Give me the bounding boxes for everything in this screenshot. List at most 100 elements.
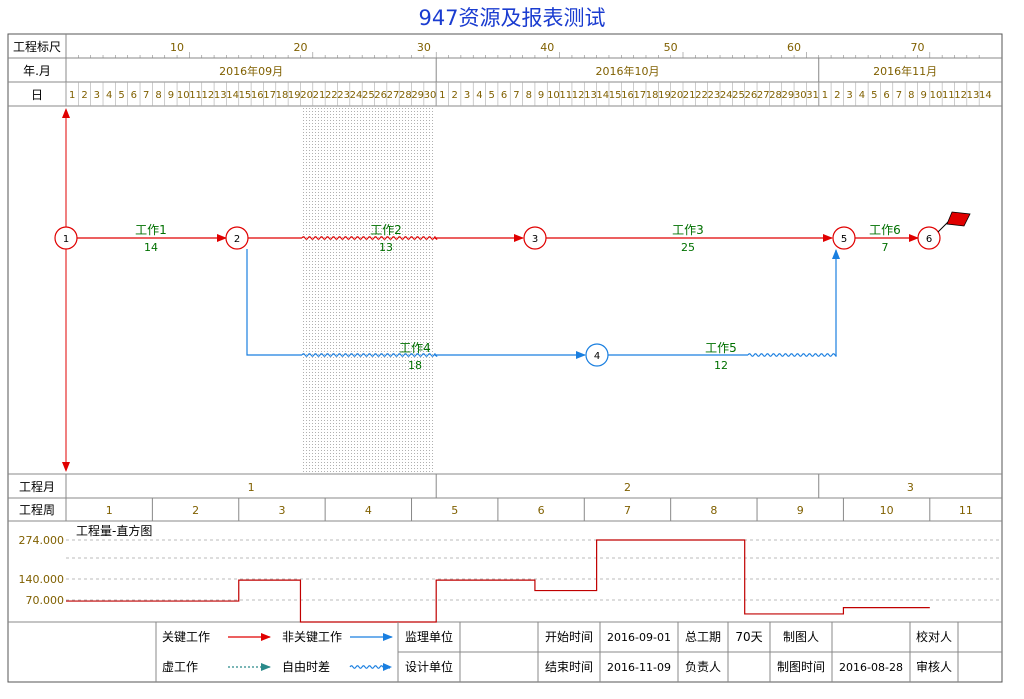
day-label: 2 bbox=[452, 90, 458, 101]
end-flag-icon bbox=[937, 211, 971, 233]
node-label: 2 bbox=[234, 234, 240, 245]
task-name: 工作3 bbox=[672, 223, 704, 237]
day-label: 16 bbox=[251, 90, 264, 101]
node-5[interactable]: 5 bbox=[832, 226, 856, 250]
eng-week-label: 9 bbox=[797, 504, 804, 517]
day-label: 2 bbox=[81, 90, 87, 101]
legend-noncritical: 非关键工作 bbox=[282, 630, 342, 644]
day-label: 21 bbox=[313, 90, 326, 101]
day-label: 11 bbox=[189, 90, 202, 101]
day-label: 9 bbox=[168, 90, 174, 101]
scale-tick-label: 30 bbox=[417, 41, 431, 54]
day-label: 5 bbox=[871, 90, 877, 101]
day-label: 16 bbox=[621, 90, 634, 101]
day-label: 13 bbox=[584, 90, 597, 101]
day-label: 26 bbox=[745, 90, 758, 101]
weekend-shade bbox=[302, 106, 435, 474]
page-title: 947资源及报表测试 bbox=[418, 6, 605, 30]
day-label: 12 bbox=[572, 90, 585, 101]
day-label: 3 bbox=[846, 90, 852, 101]
start-label: 开始时间 bbox=[545, 630, 593, 644]
legend-free-float: 自由时差 bbox=[282, 660, 330, 674]
node-6[interactable]: 6 bbox=[917, 226, 941, 250]
day-label: 20 bbox=[670, 90, 683, 101]
day-label: 10 bbox=[177, 90, 190, 101]
timeline-frame bbox=[7, 33, 1003, 683]
day-label: 14 bbox=[226, 90, 239, 101]
eng-month-label: 3 bbox=[907, 481, 914, 494]
node-label: 4 bbox=[594, 351, 600, 362]
task-duration: 13 bbox=[379, 241, 393, 254]
day-label: 3 bbox=[464, 90, 470, 101]
y-tick-label: 140.000 bbox=[19, 573, 65, 586]
histogram-line bbox=[66, 539, 930, 623]
eng-week-label: 11 bbox=[959, 504, 973, 517]
histogram: 工程量-直方图 274.000 140.000 70.000 bbox=[19, 523, 1002, 623]
month-label: 2016年10月 bbox=[595, 64, 659, 78]
day-label: 22 bbox=[695, 90, 708, 101]
day-label: 8 bbox=[908, 90, 914, 101]
reviewer-label: 审核人 bbox=[916, 659, 952, 674]
owner-label: 负责人 bbox=[685, 660, 721, 674]
day-label: 1 bbox=[822, 90, 828, 101]
day-label: 28 bbox=[399, 90, 412, 101]
eng-week-label: 7 bbox=[624, 504, 631, 517]
task-duration: 12 bbox=[714, 359, 728, 372]
day-label: 23 bbox=[337, 90, 350, 101]
day-label: 9 bbox=[920, 90, 926, 101]
day-label: 14 bbox=[596, 90, 609, 101]
node-1[interactable]: 1 bbox=[54, 226, 78, 250]
total-label: 总工期 bbox=[685, 630, 721, 644]
day-label: 30 bbox=[794, 90, 807, 101]
day-label: 26 bbox=[374, 90, 387, 101]
legend-free-float-arrowhead bbox=[383, 663, 392, 671]
day-label: 22 bbox=[325, 90, 338, 101]
task-duration: 14 bbox=[144, 241, 158, 254]
scale-tick-label: 40 bbox=[540, 41, 554, 54]
node-3[interactable]: 3 bbox=[523, 226, 547, 250]
node-label: 5 bbox=[841, 234, 847, 245]
day-label: 7 bbox=[513, 90, 519, 101]
task-labels: 工作1 14 工作2 13 工作3 25 工作6 7 工作4 18 工作5 12 bbox=[135, 223, 901, 372]
info-table: 关键工作 非关键工作 虚工作 自由时差 监理单位 设计单位 开始时间 2016-… bbox=[155, 622, 1002, 682]
day-label: 24 bbox=[350, 90, 363, 101]
node-2[interactable]: 2 bbox=[225, 226, 249, 250]
day-label: 15 bbox=[609, 90, 622, 101]
day-label: 11 bbox=[942, 90, 955, 101]
eng-week-label: 3 bbox=[278, 504, 285, 517]
start-value: 2016-09-01 bbox=[607, 631, 671, 644]
eng-week-label: 10 bbox=[880, 504, 894, 517]
day-label: 6 bbox=[883, 90, 889, 101]
day-label: 6 bbox=[131, 90, 137, 101]
day-label: 11 bbox=[559, 90, 572, 101]
day-label: 15 bbox=[239, 90, 252, 101]
y-tick-label: 274.000 bbox=[19, 534, 65, 547]
arrow-task2-wave bbox=[301, 236, 438, 240]
label-scale: 工程标尺 bbox=[13, 39, 61, 54]
day-label: 25 bbox=[732, 90, 745, 101]
drawdate-label: 制图时间 bbox=[777, 660, 825, 674]
day-label: 24 bbox=[720, 90, 733, 101]
day-label: 27 bbox=[757, 90, 770, 101]
day-label: 17 bbox=[263, 90, 276, 101]
day-label: 10 bbox=[547, 90, 560, 101]
day-label: 27 bbox=[387, 90, 400, 101]
drawdate-value: 2016-08-28 bbox=[839, 661, 903, 674]
day-label: 19 bbox=[658, 90, 671, 101]
day-label: 18 bbox=[646, 90, 659, 101]
day-label: 12 bbox=[954, 90, 967, 101]
eng-week-label: 4 bbox=[365, 504, 372, 517]
task-name: 工作4 bbox=[399, 341, 431, 355]
month-label: 2016年09月 bbox=[219, 64, 283, 78]
day-label: 1 bbox=[439, 90, 445, 101]
node-4[interactable]: 4 bbox=[585, 343, 609, 367]
day-label: 9 bbox=[538, 90, 544, 101]
y-tick-label: 70.000 bbox=[26, 594, 65, 607]
legend-critical: 关键工作 bbox=[162, 630, 210, 644]
task-duration: 7 bbox=[882, 241, 889, 254]
scale-tick-label: 70 bbox=[910, 41, 924, 54]
day-label: 6 bbox=[501, 90, 507, 101]
